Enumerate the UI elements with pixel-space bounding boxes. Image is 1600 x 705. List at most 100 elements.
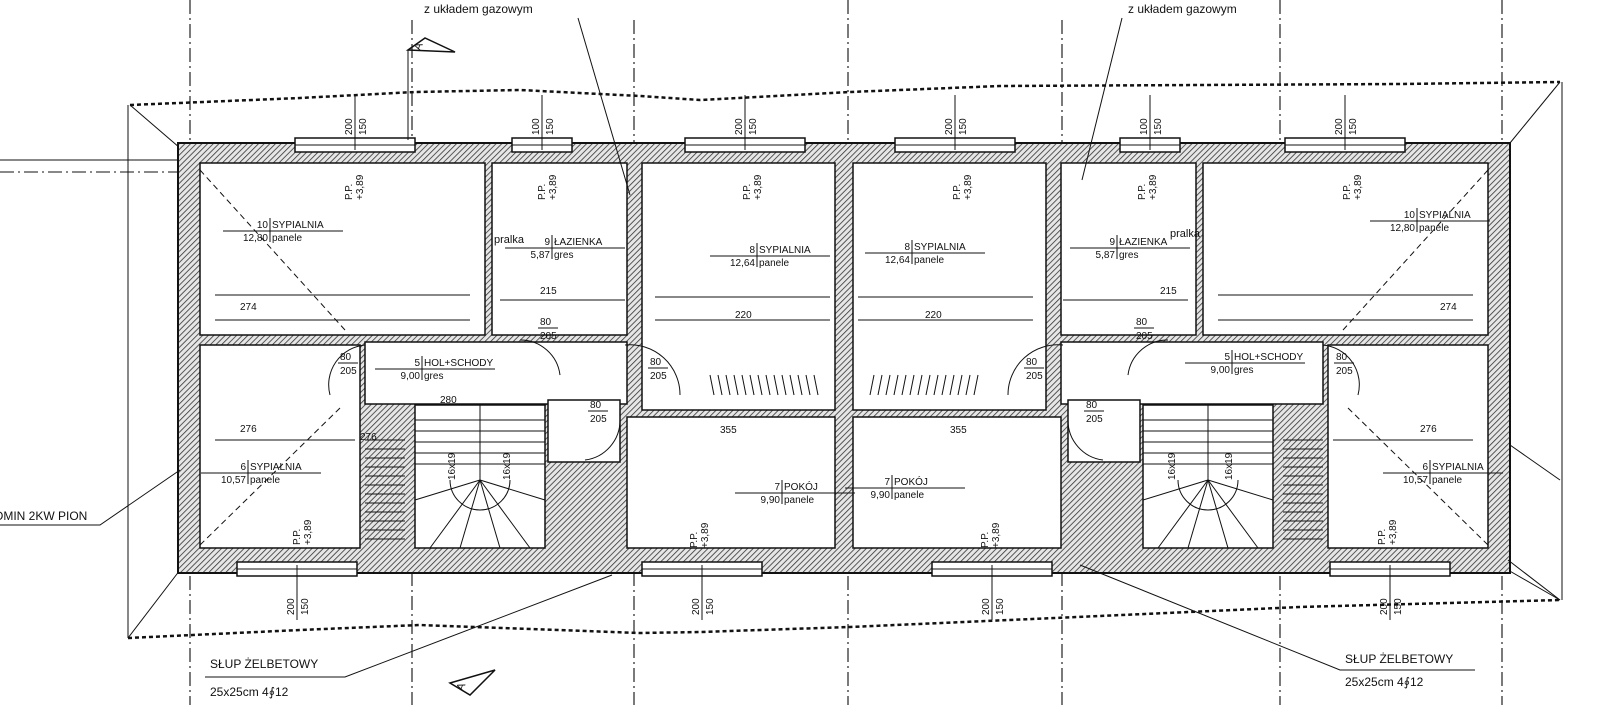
room-floor: panele bbox=[1419, 223, 1449, 234]
room-area bbox=[364, 341, 628, 405]
room-number: 8 bbox=[904, 242, 910, 253]
stair-dimension: 16x19 bbox=[1167, 452, 1178, 480]
window-height-label: 150 bbox=[1153, 118, 1164, 135]
window-width-label: 200 bbox=[1334, 118, 1345, 135]
room-area bbox=[199, 344, 361, 549]
dimension-label: 355 bbox=[950, 425, 967, 436]
sill-height: +3,89 bbox=[1388, 519, 1399, 545]
room-area bbox=[491, 162, 628, 336]
room-area: 5,87 bbox=[531, 250, 551, 261]
room-name: SYPIALNIA bbox=[250, 462, 302, 473]
sill-label: P.P. bbox=[980, 532, 991, 548]
sill-height: +3,89 bbox=[753, 174, 764, 200]
window-width-label: 200 bbox=[734, 118, 745, 135]
room-number: 10 bbox=[257, 220, 269, 231]
door-swing bbox=[1007, 344, 1064, 396]
room-floor: gres bbox=[424, 371, 443, 382]
window-height-label: 150 bbox=[358, 118, 369, 135]
gas-note-right: z układem gazowym bbox=[1128, 2, 1237, 16]
room-floor: gres bbox=[554, 250, 573, 261]
section-marker-bottom: A bbox=[448, 669, 496, 696]
room-floor: gres bbox=[1234, 365, 1253, 376]
room-area bbox=[547, 399, 621, 463]
room-floor: panele bbox=[759, 258, 789, 269]
door-height-label: 205 bbox=[540, 331, 557, 342]
window-height-label: 150 bbox=[995, 598, 1006, 615]
room-floor: gres bbox=[1119, 250, 1138, 261]
window-height-label: 150 bbox=[1348, 118, 1359, 135]
room-name: SYPIALNIA bbox=[914, 242, 966, 253]
room-name: HOL+SCHODY bbox=[424, 358, 494, 369]
window-width-label: 200 bbox=[981, 598, 992, 615]
room-name: SYPIALNIA bbox=[1432, 462, 1484, 473]
room-area: 10,57 bbox=[1403, 475, 1428, 486]
sill-label: P.P. bbox=[292, 529, 303, 545]
window-width-label: 100 bbox=[1139, 118, 1150, 135]
room-name: ŁAZIENKA bbox=[554, 237, 603, 248]
room-area bbox=[1067, 399, 1141, 463]
room-floor: panele bbox=[914, 255, 944, 266]
room-floor: panele bbox=[272, 233, 302, 244]
section-marker-top: A bbox=[405, 37, 456, 140]
window-width-label: 200 bbox=[286, 598, 297, 615]
door-width-label: 80 bbox=[340, 352, 352, 363]
room-area bbox=[852, 162, 1047, 411]
room-area: 10,57 bbox=[221, 475, 246, 486]
room-area: 12,80 bbox=[243, 233, 268, 244]
dimension-label: 215 bbox=[1160, 286, 1177, 297]
room-number: 5 bbox=[414, 358, 420, 369]
door-swing bbox=[624, 344, 681, 396]
room-area: 9,90 bbox=[761, 495, 781, 506]
room-area bbox=[1060, 162, 1197, 336]
sill-label: P.P. bbox=[1377, 529, 1388, 545]
room-area: 12,64 bbox=[885, 255, 910, 266]
sill-height: +3,89 bbox=[1353, 174, 1364, 200]
room-number: 7 bbox=[884, 477, 890, 488]
door-swing bbox=[1127, 339, 1169, 376]
door-width-label: 80 bbox=[1136, 317, 1148, 328]
room-area bbox=[1202, 162, 1489, 336]
room-floor: panele bbox=[250, 475, 280, 486]
stairs bbox=[414, 405, 1274, 549]
door-swing bbox=[328, 344, 366, 396]
room-area: 5,87 bbox=[1096, 250, 1116, 261]
sill-height: +3,89 bbox=[963, 174, 974, 200]
stair-dimension: 16x19 bbox=[1224, 452, 1235, 480]
room-name: ŁAZIENKA bbox=[1119, 237, 1168, 248]
room-area: 9,00 bbox=[1211, 365, 1231, 376]
sill-label: P.P. bbox=[952, 184, 963, 200]
room-number: 9 bbox=[1109, 237, 1115, 248]
door-width-label: 80 bbox=[650, 357, 662, 368]
sill-height: +3,89 bbox=[548, 174, 559, 200]
chimney-note: KOMIN 2KW PION bbox=[0, 509, 87, 523]
window-height-label: 150 bbox=[545, 118, 556, 135]
roof-outline bbox=[127, 80, 1563, 640]
room-name: POKÓJ bbox=[784, 480, 818, 493]
door-width-label: 80 bbox=[1086, 400, 1098, 411]
column-note-right: SŁUP ŻELBETOWY bbox=[1345, 652, 1453, 666]
window-width-label: 200 bbox=[944, 118, 955, 135]
door-swing bbox=[584, 419, 621, 461]
room-number: 5 bbox=[1224, 352, 1230, 363]
dimension-label: 276 bbox=[360, 432, 377, 443]
sill-label: P.P. bbox=[1137, 184, 1148, 200]
room-area bbox=[1060, 341, 1324, 405]
window-height-label: 150 bbox=[958, 118, 969, 135]
room-number: 7 bbox=[774, 482, 780, 493]
door-swing bbox=[1322, 344, 1360, 396]
room-number: 6 bbox=[240, 462, 246, 473]
room-area: 9,90 bbox=[871, 490, 891, 501]
dimension-label: 355 bbox=[720, 425, 737, 436]
window-height-label: 150 bbox=[705, 598, 716, 615]
door-swing bbox=[519, 339, 561, 376]
dimension-label: 220 bbox=[925, 310, 942, 321]
dimension-label: 274 bbox=[240, 302, 257, 313]
